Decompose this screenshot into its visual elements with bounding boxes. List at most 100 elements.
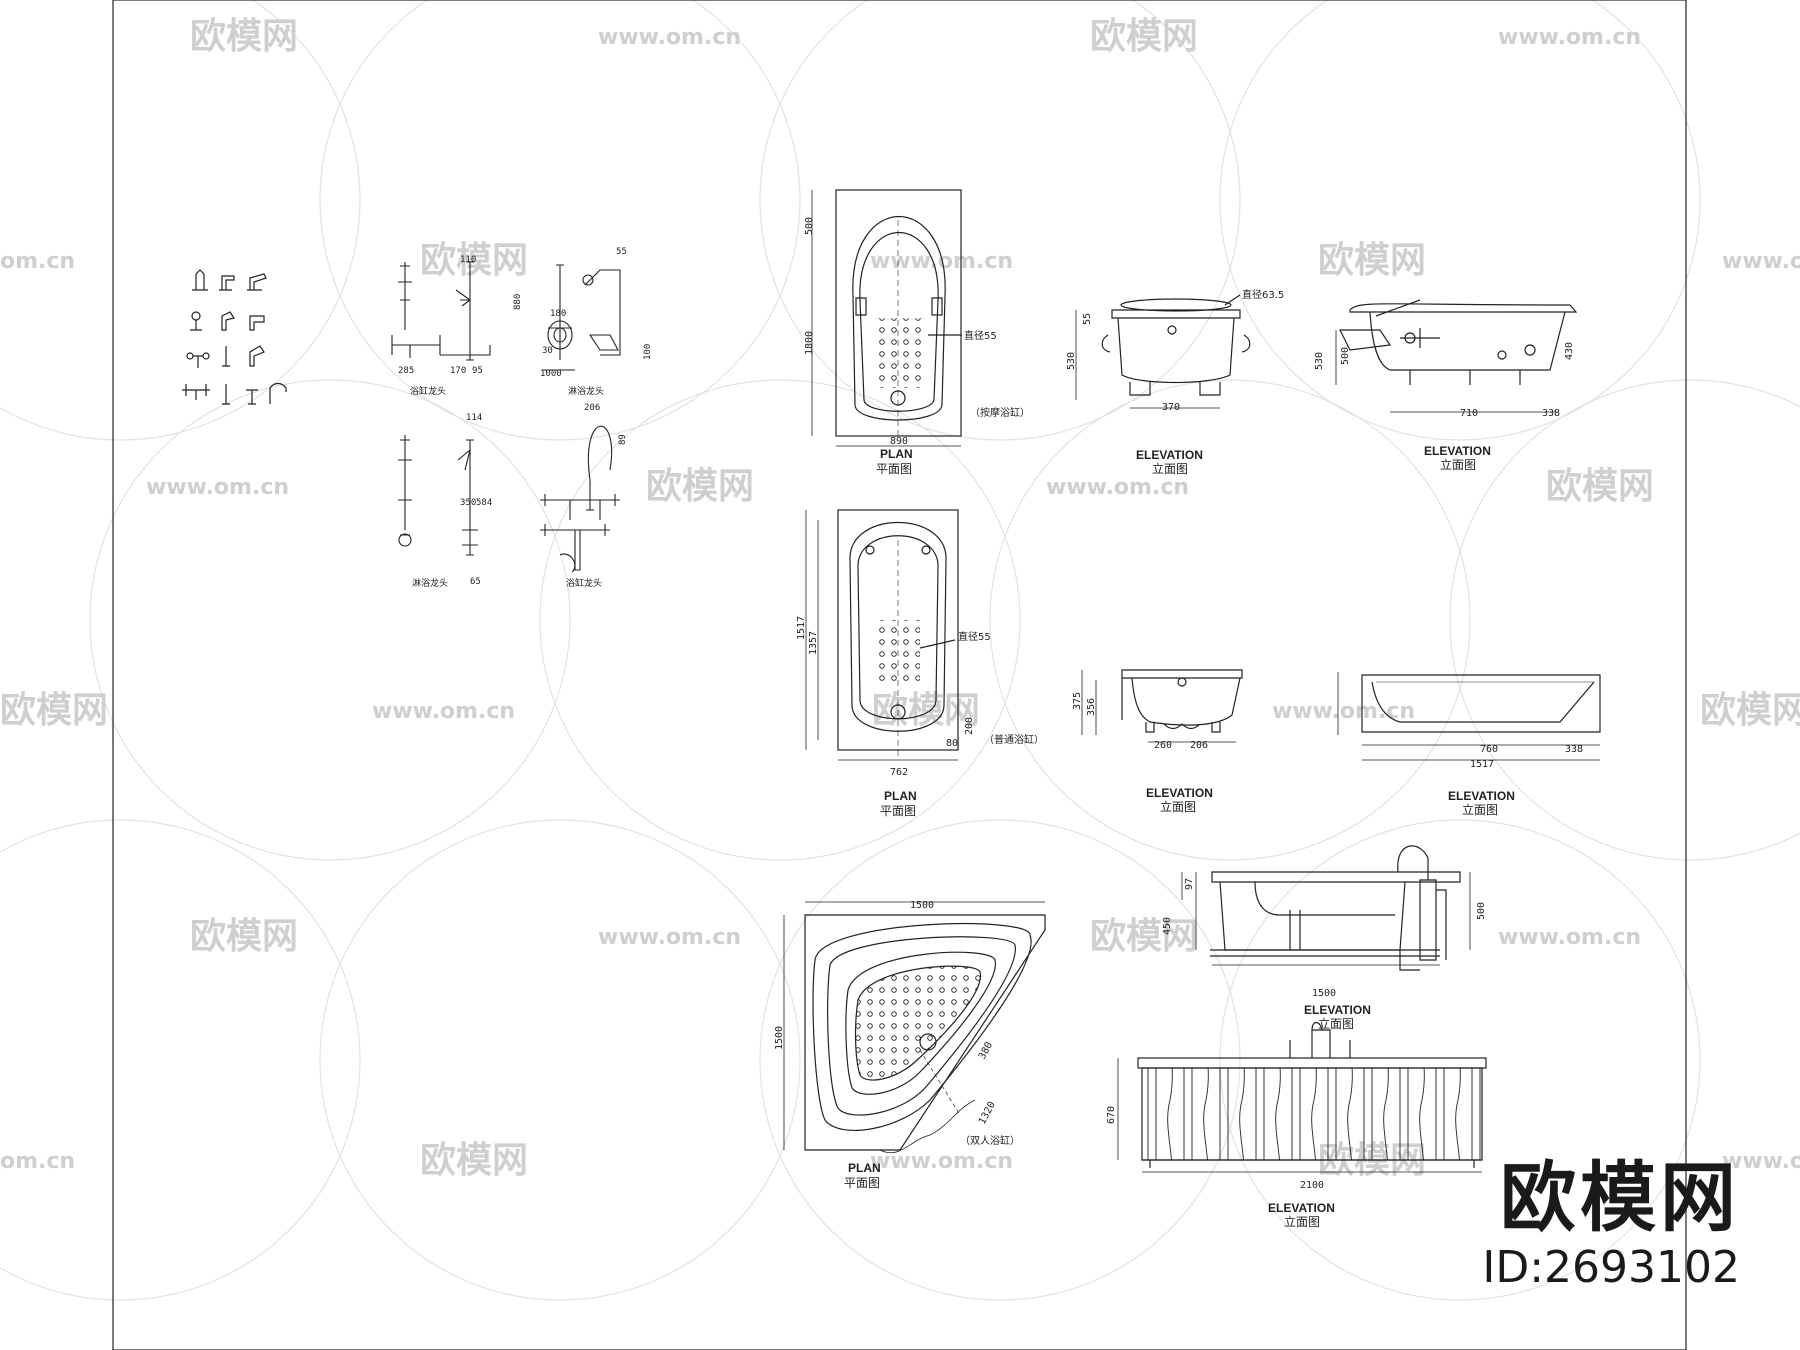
plan-title-cn: 平面图: [876, 462, 912, 476]
dim-label: 450: [1162, 917, 1173, 935]
shower-caption: 淋浴龙头: [412, 577, 448, 589]
dim-label: 1517: [796, 616, 807, 640]
tub-type-label: （双人浴缸）: [960, 1134, 1020, 1147]
dim-label: 380: [977, 1040, 995, 1061]
watermark-url: www.om.cn: [1722, 1149, 1800, 1174]
watermark-logo: 欧模网: [646, 466, 754, 507]
tub2-elevation-end-labels: 375 356 260 206 ELEVATION 立面图: [1072, 692, 1213, 814]
dim-label: 89: [618, 434, 628, 445]
tub1-plan-labels: 500 1800 890 直径55 （按摩浴缸） PLAN 平面图: [804, 217, 1030, 476]
dim-label: 1500: [774, 1026, 785, 1050]
dim-label: 530: [1314, 352, 1325, 370]
watermark-logo: 欧模网: [1318, 240, 1426, 281]
elevation-title: ELEVATION: [1146, 786, 1213, 800]
tub-type-label: （按摩浴缸）: [970, 406, 1030, 419]
tub-type-label: （普通浴缸）: [984, 733, 1044, 746]
dim-label: 1357: [808, 631, 819, 655]
elevation-title-cn: 立面图: [1284, 1214, 1320, 1229]
dim-label: 1500: [910, 900, 934, 911]
dim-label: 180: [550, 309, 566, 319]
watermark-url: www.om.cn: [1046, 475, 1189, 500]
shower-caption: 浴缸龙头: [566, 577, 602, 589]
watermark-url: www.om.cn: [870, 1149, 1013, 1174]
brand-watermark: 欧模网 ID:2693102: [1482, 1160, 1740, 1290]
dim-label: 356: [1086, 698, 1097, 716]
dim-label: 338: [1565, 744, 1583, 755]
watermark-logo: 欧模网: [1700, 690, 1800, 731]
tub1-plan: [811, 189, 962, 447]
dim-label: 110: [460, 255, 476, 265]
watermark-url: www.om.cn: [1722, 249, 1800, 274]
dim-label: 530: [1066, 352, 1077, 370]
tub3-elevation-side-labels: 97 450 500 1500 ELEVATION 立面图: [1162, 878, 1487, 1031]
tub3-plan: [783, 901, 1046, 1154]
watermark-logo: 欧模网: [190, 16, 298, 57]
watermark-url: www.om.cn: [1498, 925, 1641, 950]
dim-label: 200: [964, 717, 975, 735]
elevation-title-cn: 立面图: [1440, 457, 1476, 472]
watermarks: 欧模网 www.om.cn 欧模网 www.om.cn om.cn 欧模网 ww…: [0, 16, 1800, 1181]
tub3-elevation-front-labels: 670 2100 ELEVATION 立面图: [1106, 1106, 1335, 1229]
watermark-url: www.om.cn: [1272, 699, 1415, 724]
brand-id: ID:2693102: [1482, 1242, 1740, 1293]
watermark-logo: 欧模网: [872, 690, 980, 731]
tub3-elevation-side: [1181, 845, 1471, 971]
plan-title: PLAN: [880, 447, 913, 461]
dim-label: 584: [476, 498, 492, 508]
watermark-logo: 欧模网: [190, 916, 298, 957]
watermark-logo: 欧模网: [1090, 16, 1198, 57]
dim-label: 370: [1162, 402, 1180, 413]
dim-label: 114: [466, 413, 482, 423]
plan-title: PLAN: [884, 789, 917, 803]
elevation-title: ELEVATION: [1448, 789, 1515, 803]
watermark-logo: 欧模网: [1090, 916, 1198, 957]
tub2-plan: [805, 509, 959, 761]
dim-label: 500: [1476, 902, 1487, 920]
dim-label: 1500: [1312, 988, 1336, 999]
watermark-url: www.om.cn: [598, 925, 741, 950]
dim-label: 100: [643, 344, 653, 360]
dim-label: 55: [1082, 313, 1093, 325]
dim-label: 1800: [804, 331, 815, 355]
shower-caption: 淋浴龙头: [568, 385, 604, 397]
dim-label: 65: [470, 577, 481, 587]
elevation-title-cn: 立面图: [1462, 802, 1498, 817]
brand-name: 欧模网: [1500, 1153, 1740, 1242]
tub2-elevation-end: [1081, 669, 1243, 743]
drain-label: 直径55: [958, 630, 991, 643]
drain-label: 直径63.5: [1242, 288, 1284, 301]
dim-label: 500: [804, 217, 815, 235]
tub1-elevation-side: [1335, 299, 1578, 413]
tub1-elevation-end-labels: 直径63.5 530 55 370 ELEVATION 立面图: [1066, 288, 1284, 476]
shower-caption: 浴缸龙头: [410, 385, 446, 397]
dim-label: 1000: [540, 369, 562, 379]
tub1-elevation-end: [1075, 294, 1251, 409]
drain-label: 直径55: [964, 329, 997, 342]
dim-label: 670: [1106, 1106, 1117, 1124]
dim-label: 760: [1480, 744, 1498, 755]
elevation-title: ELEVATION: [1268, 1201, 1335, 1215]
elevation-title: ELEVATION: [1424, 444, 1491, 458]
watermark-edge: om.cn: [0, 249, 75, 274]
dim-label: 762: [890, 767, 908, 778]
watermark-url: www.om.cn: [372, 699, 515, 724]
watermark-logo: 欧模网: [1546, 466, 1654, 507]
dim-label: 430: [1564, 342, 1575, 360]
elevation-title-cn: 立面图: [1160, 799, 1196, 814]
dim-label: 710: [1460, 408, 1478, 419]
watermark-arcs: [0, 0, 1800, 1301]
dim-label: 350: [460, 498, 476, 508]
dim-label: 80: [946, 738, 958, 749]
dim-label: 30: [542, 346, 553, 356]
watermark-edge: om.cn: [0, 1149, 75, 1174]
plan-title-cn: 平面图: [844, 1176, 880, 1190]
watermark-logo: 欧模网: [420, 1140, 528, 1181]
dim-label: 170: [450, 366, 466, 376]
tub2-elevation-side: [1337, 672, 1601, 761]
dim-label: 285: [398, 366, 414, 376]
plan-title-cn: 平面图: [880, 804, 916, 818]
dim-label: 880: [513, 294, 523, 310]
watermark-url: www.om.cn: [598, 25, 741, 50]
dim-label: 2100: [1300, 1180, 1324, 1191]
